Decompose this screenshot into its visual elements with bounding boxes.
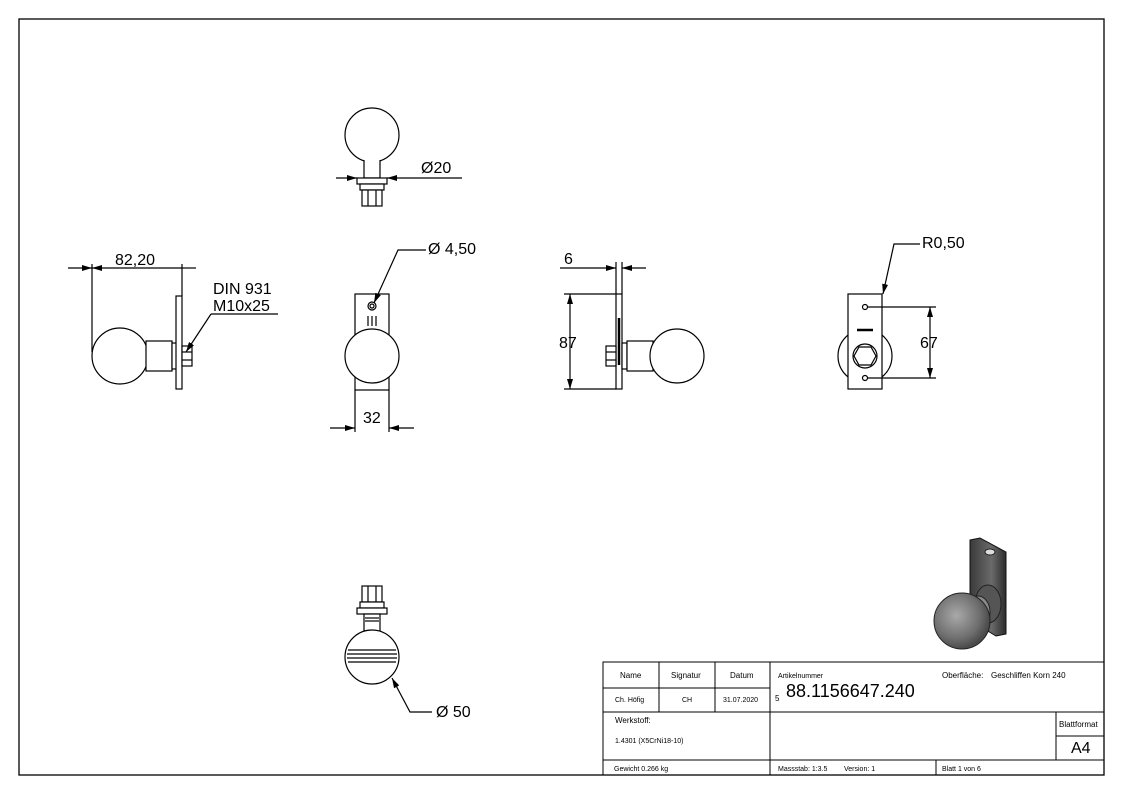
drawing-date: 31.07.2020	[723, 697, 758, 704]
dim-dia-20: Ø20	[421, 160, 451, 177]
dim-height-87: 87	[559, 335, 577, 352]
bolt-size-label: M10x25	[213, 298, 270, 315]
sheet-number: Blatt 1 von 6	[942, 766, 981, 773]
title-block	[602, 661, 1105, 776]
surface-label: Oberfläche:	[942, 671, 983, 680]
surface-value: Geschliffen Korn 240	[991, 671, 1066, 680]
bottom-view	[344, 585, 432, 713]
top-view	[336, 107, 462, 207]
material-label: Werkstoff:	[615, 716, 651, 725]
dim-width-32: 32	[363, 410, 381, 427]
weight: Gewicht 0.266 kg	[614, 766, 668, 773]
dim-ball-dia-50: Ø 50	[436, 704, 471, 721]
back-view	[837, 243, 936, 390]
header-signatur: Signatur	[671, 671, 701, 680]
scale: Massstab: 1:3.5	[778, 766, 828, 773]
material-value: 1.4301 (X5CrNi18-10)	[615, 738, 683, 745]
article-number-label: Artikelnummer	[778, 673, 824, 680]
sheet-border	[18, 18, 1105, 776]
dim-length-82-20: 82,20	[115, 252, 155, 269]
drafter-signature: CH	[682, 697, 692, 704]
dim-radius-0-50: R0,50	[922, 235, 965, 252]
side-view-left	[68, 264, 278, 390]
isometric-render	[933, 537, 1007, 650]
dim-hole-spacing-67: 67	[920, 335, 938, 352]
sheet-format-label: Blattformat	[1059, 720, 1098, 729]
sheet-format-value: A4	[1071, 740, 1091, 757]
drafter-name: Ch. Höfig	[615, 697, 644, 704]
header-name: Name	[620, 671, 642, 680]
din-label: DIN 931	[213, 281, 272, 298]
dim-hole-4-50: Ø 4,50	[428, 241, 476, 258]
version: Version: 1	[844, 766, 875, 773]
article-number-prefix: 5	[775, 694, 780, 703]
header-datum: Datum	[730, 671, 754, 680]
dim-thickness-6: 6	[564, 251, 573, 268]
side-view-right	[560, 262, 705, 390]
front-view	[330, 249, 426, 432]
article-number: 88.1156647.240	[786, 681, 915, 701]
